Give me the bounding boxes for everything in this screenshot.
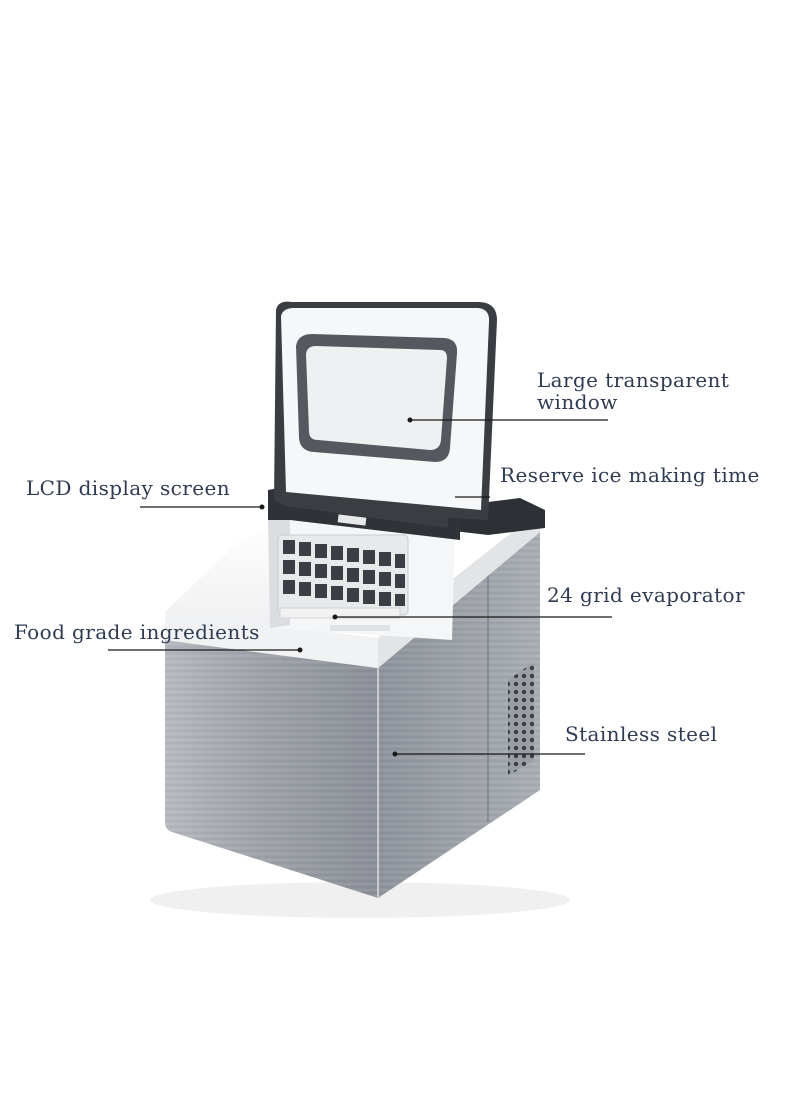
callout-evaporator: 24 grid evaporator: [547, 583, 745, 607]
callout-reserve-time: Reserve ice making time: [500, 463, 760, 487]
callout-large-window: Large transparent window: [537, 369, 729, 413]
floor-shadow: [150, 882, 570, 918]
callout-large-window-line2: window: [537, 390, 618, 414]
callout-large-window-line1: Large transparent: [537, 368, 730, 392]
callout-food-grade: Food grade ingredients: [14, 620, 260, 644]
evaporator-grid: [277, 534, 409, 631]
callout-lcd-display: LCD display screen: [26, 476, 230, 500]
open-lid: [274, 301, 497, 528]
vent-grille: [508, 662, 534, 776]
callout-stainless-steel: Stainless steel: [565, 722, 718, 746]
lcd-display: [337, 514, 367, 526]
leader-lines: [108, 419, 612, 755]
